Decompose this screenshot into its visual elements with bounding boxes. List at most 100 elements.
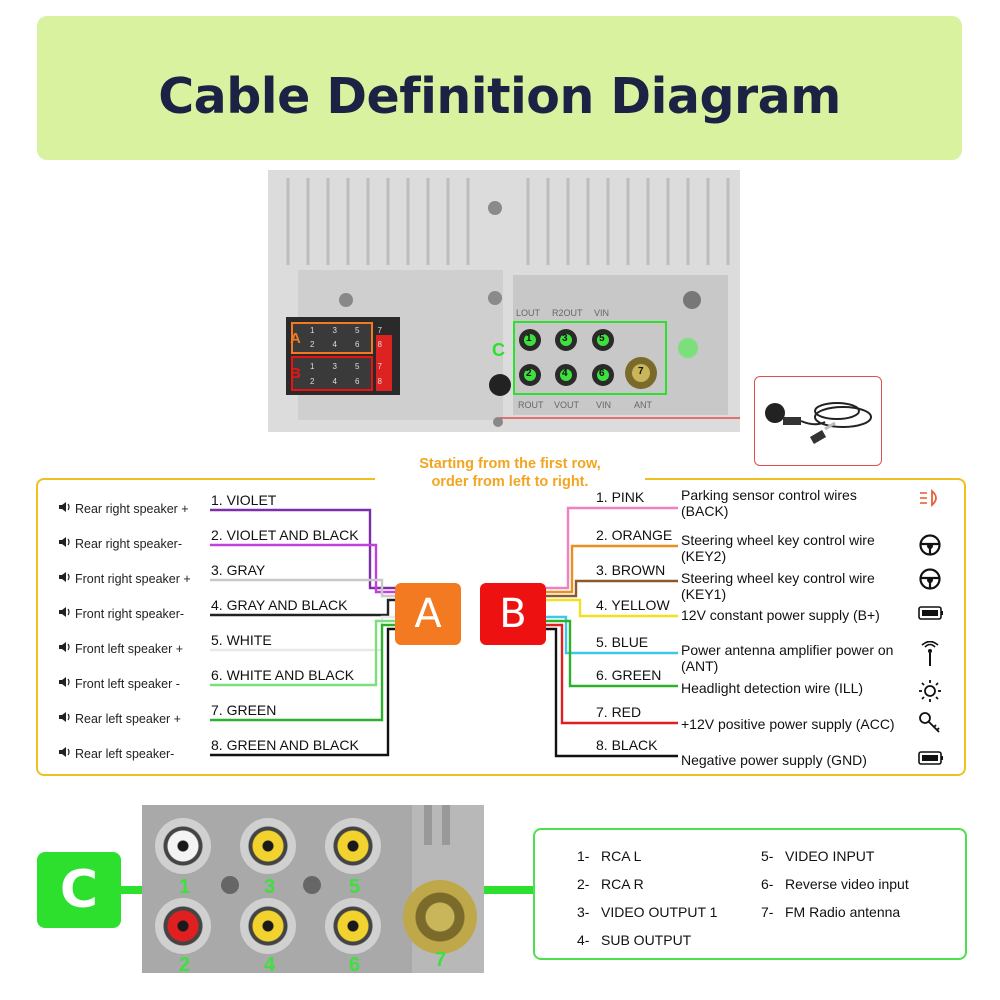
port-number-2: 2 bbox=[526, 368, 532, 379]
wire-a-label: 4. GRAY AND BLACK bbox=[211, 597, 348, 613]
speaker-function-label: Rear left speaker + bbox=[58, 711, 181, 726]
wire-b-line bbox=[546, 598, 678, 618]
legend-item: 7- FM Radio antenna bbox=[761, 904, 900, 920]
legend-number: 2- bbox=[577, 876, 590, 892]
steering-wheel-icon bbox=[918, 567, 942, 596]
speaker-icon bbox=[58, 536, 72, 551]
pin-label: 6 bbox=[355, 340, 360, 349]
steering-wheel-icon bbox=[918, 533, 942, 562]
speaker-icon bbox=[58, 641, 72, 656]
wire-b-function: Headlight detection wire (ILL) bbox=[681, 680, 864, 696]
wire-b-function: +12V positive power supply (ACC) bbox=[681, 716, 895, 732]
legend-text: Reverse video input bbox=[785, 876, 909, 892]
speaker-icon bbox=[58, 501, 72, 516]
connector-a-pins-top: 1 3 5 7 bbox=[310, 326, 382, 335]
port-top-label-1: LOUT bbox=[516, 308, 541, 318]
pin-label: 7 bbox=[377, 326, 382, 335]
wire-b-function: Negative power supply (GND) bbox=[681, 752, 867, 768]
battery-icon bbox=[918, 605, 944, 626]
wire-b-label: 8. BLACK bbox=[596, 737, 658, 753]
wire-b-label: 3. BROWN bbox=[596, 562, 666, 578]
rca-port bbox=[240, 818, 296, 874]
antenna-icon bbox=[918, 640, 942, 672]
legend-number: 7- bbox=[761, 904, 774, 920]
wire-b-function: Steering wheel key control wire (KEY1) bbox=[681, 570, 875, 602]
pin-label: 1 bbox=[310, 326, 315, 335]
legend-number: 3- bbox=[577, 904, 590, 920]
wire-b-function: Power antenna amplifier power on (ANT) bbox=[681, 642, 894, 674]
pin-label: 2 bbox=[310, 377, 315, 386]
section-c-badge: C bbox=[37, 852, 121, 928]
port-number-3: 3 bbox=[562, 333, 568, 344]
title-banner: Cable Definition Diagram bbox=[37, 16, 962, 160]
legend-item: 6- Reverse video input bbox=[761, 876, 909, 892]
wire-b-line bbox=[546, 619, 678, 688]
pin-label: 2 bbox=[310, 340, 315, 349]
wire-b-line bbox=[546, 506, 678, 590]
port-cluster-label: C bbox=[492, 340, 505, 360]
pin-label: 4 bbox=[332, 340, 337, 349]
key-icon bbox=[918, 711, 942, 740]
wire-b-line bbox=[546, 623, 678, 725]
wire-b-line bbox=[546, 615, 678, 655]
wire-a-line bbox=[210, 623, 396, 722]
microphone-icon bbox=[765, 402, 872, 444]
port-number-7: 7 bbox=[638, 366, 644, 377]
speaker-function-text: Front right speaker + bbox=[75, 571, 191, 586]
pin-label: 5 bbox=[355, 362, 360, 371]
wire-b-line bbox=[546, 627, 678, 758]
speaker-function-text: Front left speaker - bbox=[75, 676, 180, 691]
speaker-icon bbox=[58, 571, 72, 586]
speaker-icon bbox=[58, 711, 72, 726]
c-connector-line bbox=[121, 886, 145, 894]
pin-label: 8 bbox=[377, 340, 382, 349]
wire-b-label: 5. BLUE bbox=[596, 634, 649, 650]
rca-port bbox=[155, 818, 211, 874]
speaker-function-label: Rear left speaker- bbox=[58, 746, 174, 761]
legend-number: 5- bbox=[761, 848, 774, 864]
pin-label: 8 bbox=[377, 377, 382, 386]
section-c-legend bbox=[533, 828, 967, 960]
speaker-function-text: Rear right speaker- bbox=[75, 536, 182, 551]
wire-a-line bbox=[210, 598, 396, 617]
wire-a-line bbox=[210, 578, 396, 598]
order-note-line2: order from left to right. bbox=[431, 474, 589, 490]
rca-port bbox=[155, 898, 211, 954]
speaker-function-label: Rear right speaker- bbox=[58, 536, 182, 551]
connector-b-badge: B bbox=[480, 583, 546, 645]
port-top-label-2: R2OUT bbox=[552, 308, 583, 318]
speaker-function-text: Rear left speaker + bbox=[75, 711, 181, 726]
pin-label: 5 bbox=[355, 326, 360, 335]
wire-b-label: 4. YELLOW bbox=[596, 597, 670, 613]
connector-a-badge: A bbox=[395, 583, 461, 645]
connector-b-pins-bottom: 2 4 6 8 bbox=[310, 377, 382, 386]
legend-item: 1-RCA L bbox=[577, 848, 641, 864]
legend-number: 6- bbox=[761, 876, 774, 892]
speaker-function-label: Rear right speaker + bbox=[58, 501, 189, 516]
speaker-function-label: Front right speaker- bbox=[58, 606, 184, 621]
wire-b-label: 7. RED bbox=[596, 704, 642, 720]
pin-label: 3 bbox=[332, 362, 337, 371]
port-number-label: 4 bbox=[264, 954, 276, 976]
wire-b-function: 12V constant power supply (B+) bbox=[681, 607, 880, 623]
port-number-label: 3 bbox=[264, 876, 276, 898]
port-bottom-label-3: VIN bbox=[596, 400, 612, 410]
port-bottom-label-1: ROUT bbox=[518, 400, 544, 410]
fm-antenna-port bbox=[403, 880, 477, 954]
legend-text: VIDEO INPUT bbox=[785, 848, 875, 864]
legend-text: VIDEO OUTPUT 1 bbox=[601, 904, 718, 920]
note-background bbox=[375, 470, 645, 498]
sun-icon bbox=[918, 679, 942, 708]
legend-text: FM Radio antenna bbox=[785, 904, 901, 920]
pin-label: 7 bbox=[377, 362, 382, 371]
parking-light-icon bbox=[918, 488, 942, 513]
speaker-function-label: Front left speaker - bbox=[58, 676, 180, 691]
wire-a-line bbox=[210, 627, 396, 757]
rca-port bbox=[325, 818, 381, 874]
port-number-label: 2 bbox=[179, 954, 191, 976]
port-top-label-3: VIN bbox=[594, 308, 610, 318]
port-number-4: 4 bbox=[562, 368, 568, 379]
wire-b-line bbox=[546, 579, 678, 598]
wire-b-function: Parking sensor control wires (BACK) bbox=[681, 487, 857, 519]
